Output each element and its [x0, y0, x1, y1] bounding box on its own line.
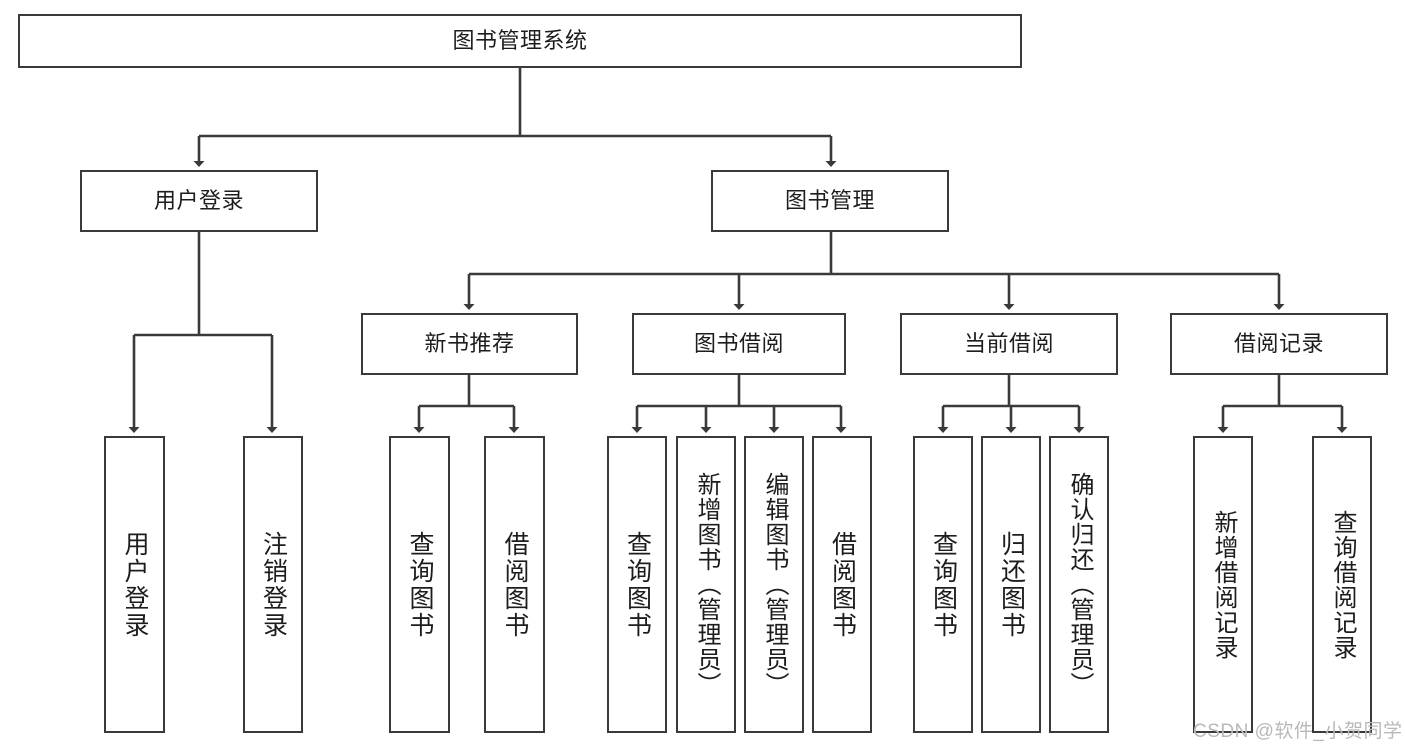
node-new-book-recommend[interactable]: 新书推荐: [361, 313, 578, 375]
node-leaf-borrow-book-1-label: 借阅图书: [501, 530, 529, 639]
node-leaf-add-borrow-record[interactable]: 新增借阅记录: [1193, 436, 1253, 733]
node-leaf-user-login[interactable]: 用户登录: [104, 436, 165, 733]
node-leaf-query-book-3-label: 查询图书: [929, 530, 958, 639]
node-leaf-confirm-return[interactable]: 确认归还（管理员）: [1049, 436, 1109, 733]
node-current-borrow-label: 当前借阅: [963, 331, 1054, 357]
node-leaf-query-borrow-record[interactable]: 查询借阅记录: [1312, 436, 1372, 733]
node-book-borrow[interactable]: 图书借阅: [632, 313, 846, 375]
csdn-watermark: CSDN @软件_小贺同学: [1193, 721, 1403, 742]
node-leaf-query-book-2-label: 查询图书: [623, 530, 652, 639]
node-leaf-return-book-label: 归还图书: [997, 530, 1026, 639]
node-leaf-logout-login[interactable]: 注销登录: [243, 436, 303, 733]
node-leaf-query-book-2[interactable]: 查询图书: [607, 436, 667, 733]
node-leaf-query-borrow-record-label: 查询借阅记录: [1329, 509, 1356, 660]
node-leaf-confirm-return-label: 确认归还（管理员）: [1066, 472, 1093, 697]
node-book-borrow-label: 图书借阅: [693, 331, 784, 357]
node-leaf-logout-login-label: 注销登录: [259, 530, 288, 639]
node-leaf-add-borrow-record-label: 新增借阅记录: [1210, 509, 1237, 660]
node-leaf-query-book-1[interactable]: 查询图书: [389, 436, 450, 733]
node-leaf-query-book-3[interactable]: 查询图书: [913, 436, 973, 733]
node-book-management-label: 图书管理: [784, 188, 875, 214]
node-book-management[interactable]: 图书管理: [711, 170, 949, 232]
node-leaf-edit-book-label: 编辑图书（管理员）: [761, 472, 788, 697]
node-leaf-edit-book[interactable]: 编辑图书（管理员）: [744, 436, 804, 733]
node-title-box-label: 图书管理系统: [452, 28, 588, 54]
node-leaf-borrow-book-1[interactable]: 借阅图书: [484, 436, 545, 733]
node-leaf-return-book[interactable]: 归还图书: [981, 436, 1041, 733]
node-borrow-record-label: 借阅记录: [1233, 331, 1324, 357]
node-leaf-add-book-label: 新增图书（管理员）: [693, 472, 720, 697]
node-user-login[interactable]: 用户登录: [80, 170, 318, 232]
node-current-borrow[interactable]: 当前借阅: [900, 313, 1118, 375]
node-leaf-add-book[interactable]: 新增图书（管理员）: [676, 436, 736, 733]
node-borrow-record[interactable]: 借阅记录: [1170, 313, 1388, 375]
node-title-box[interactable]: 图书管理系统: [18, 14, 1022, 68]
node-leaf-query-book-1-label: 查询图书: [406, 530, 434, 639]
node-user-login-label: 用户登录: [153, 188, 244, 214]
node-leaf-borrow-book-2-label: 借阅图书: [828, 530, 857, 639]
node-leaf-user-login-label: 用户登录: [121, 530, 149, 639]
node-leaf-borrow-book-2[interactable]: 借阅图书: [812, 436, 872, 733]
node-new-book-recommend-label: 新书推荐: [424, 331, 515, 357]
